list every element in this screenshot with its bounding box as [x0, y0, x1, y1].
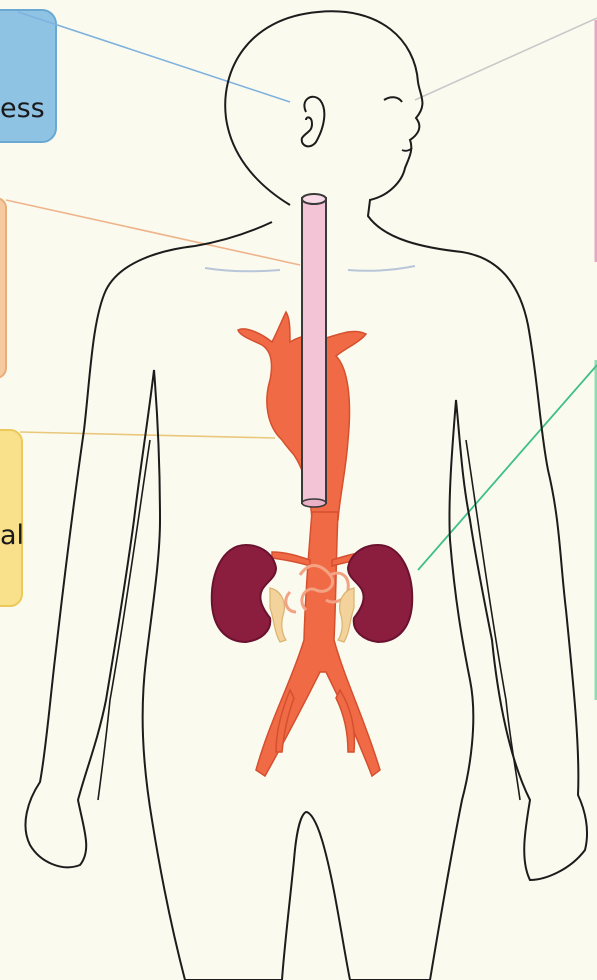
- esophagus: [302, 198, 326, 503]
- leader-line-green: [418, 365, 597, 570]
- top-left-box-label: ess: [0, 93, 45, 124]
- leader-line-blue: [18, 12, 290, 102]
- leader-line-yellow: [20, 432, 275, 438]
- left-adrenal: [270, 588, 286, 642]
- right-adrenal: [338, 588, 354, 642]
- clavicle-left: [205, 268, 280, 271]
- leader-line-pink: [415, 18, 597, 100]
- clavicle-right: [348, 266, 415, 271]
- middle-left-box-label: al: [0, 520, 24, 551]
- esophagus-end: [302, 499, 326, 507]
- arm-line-left: [98, 440, 150, 800]
- right-kidney: [348, 545, 412, 642]
- label-box-orange: [0, 198, 6, 378]
- arm-line-right: [466, 440, 520, 800]
- label-box-yellow: [0, 430, 22, 606]
- eye: [384, 97, 402, 102]
- ear: [302, 97, 325, 147]
- left-kidney: [212, 545, 276, 642]
- esophagus-opening: [302, 194, 326, 204]
